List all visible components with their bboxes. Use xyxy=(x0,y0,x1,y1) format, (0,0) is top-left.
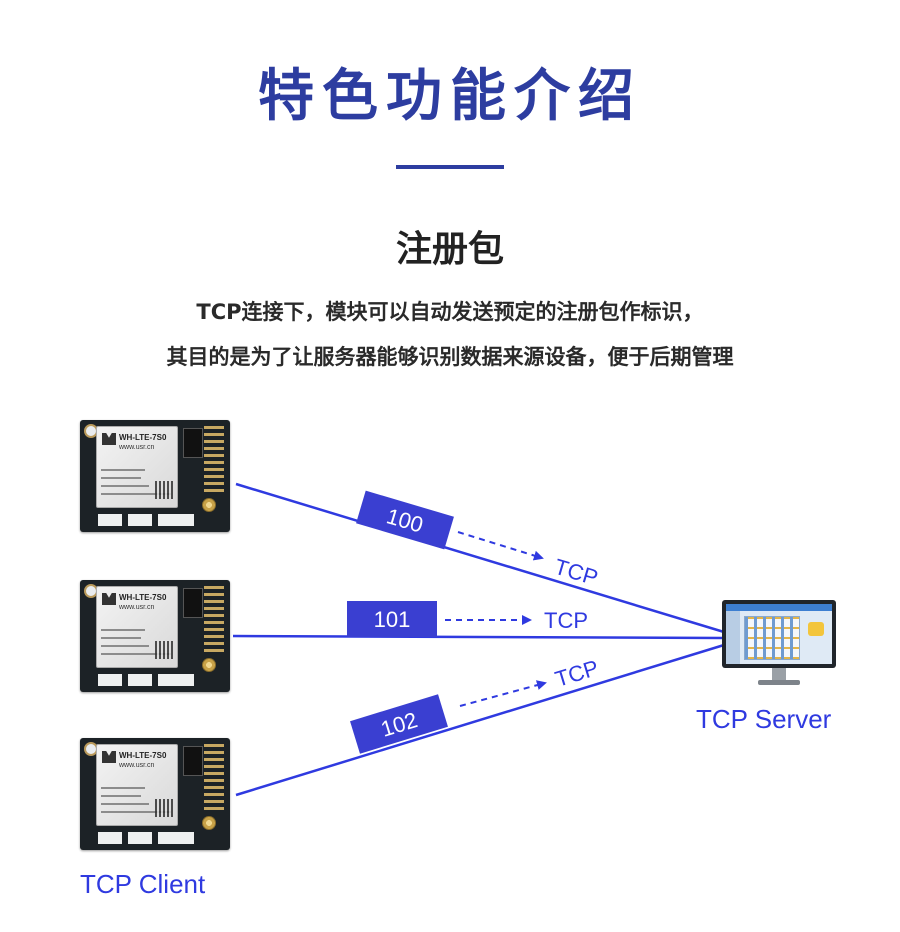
badge-100: 100 xyxy=(356,490,454,550)
badge-102: 102 xyxy=(350,694,448,754)
board-slot xyxy=(98,674,122,686)
qr-code-icon xyxy=(155,641,173,659)
board-slot xyxy=(128,832,152,844)
fine-print-line xyxy=(101,469,145,471)
title-underline xyxy=(396,165,504,169)
section-title: 注册包 xyxy=(395,229,504,270)
monitor-screen xyxy=(726,604,832,664)
module-board-1: WH-LTE-7S0 www.usr.cn xyxy=(80,420,230,532)
board-slot xyxy=(128,674,152,686)
connection-line-101 xyxy=(232,634,725,640)
connection-line-102 xyxy=(235,643,725,797)
module-site-label: www.usr.cn xyxy=(119,604,155,611)
qr-code-icon xyxy=(155,481,173,499)
monitor-foot xyxy=(758,680,800,685)
board-slot xyxy=(98,514,122,526)
antenna-connector-icon xyxy=(202,658,216,672)
module-shield: WH-LTE-7S0 www.usr.cn xyxy=(96,426,178,508)
fine-print-line xyxy=(101,795,141,797)
monitor-frame xyxy=(722,600,836,668)
module-model-label: WH-LTE-7S0 xyxy=(119,751,167,760)
description-line-1: TCP连接下，模块可以自动发送预定的注册包作标识， xyxy=(196,300,704,324)
fine-print-line xyxy=(101,477,141,479)
qr-code-icon xyxy=(155,799,173,817)
server-label: TCP Server xyxy=(696,704,832,734)
protocol-label-101: TCP xyxy=(544,608,588,633)
dashed-arrow-102 xyxy=(459,680,547,707)
badge-101: 101 xyxy=(347,601,437,637)
board-slot xyxy=(128,514,152,526)
board-slot xyxy=(158,832,194,844)
usr-logo-icon xyxy=(102,751,116,763)
fine-print-line xyxy=(101,811,171,813)
server-monitor-icon xyxy=(722,600,836,690)
antenna-connector-icon xyxy=(202,816,216,830)
fine-print-line xyxy=(101,653,171,655)
protocol-label-102: TCP xyxy=(552,655,601,692)
screen-titlebar xyxy=(726,604,832,611)
fine-print-line xyxy=(101,787,145,789)
fine-print-line xyxy=(101,493,171,495)
pin-header xyxy=(204,586,224,656)
screen-widget xyxy=(808,622,824,636)
pin-header xyxy=(204,744,224,814)
badge-101-label: 101 xyxy=(374,607,411,632)
description-line-2: 其目的是为了让服务器能够识别数据来源设备，便于后期管理 xyxy=(166,345,734,369)
chip-icon xyxy=(183,746,203,776)
chip-icon xyxy=(183,428,203,458)
module-site-label: www.usr.cn xyxy=(119,762,155,769)
screen-sidebar xyxy=(726,611,740,664)
fine-print-line xyxy=(101,629,145,631)
protocol-label-100: TCP xyxy=(552,554,601,590)
module-shield: WH-LTE-7S0 www.usr.cn xyxy=(96,586,178,668)
usr-logo-icon xyxy=(102,433,116,445)
chip-icon xyxy=(183,588,203,618)
module-model-label: WH-LTE-7S0 xyxy=(119,593,167,602)
fine-print-line xyxy=(101,485,149,487)
module-board-3: WH-LTE-7S0 www.usr.cn xyxy=(80,738,230,850)
module-site-label: www.usr.cn xyxy=(119,444,155,451)
antenna-connector-icon xyxy=(202,498,216,512)
fine-print-line xyxy=(101,637,141,639)
pin-header xyxy=(204,426,224,496)
screen-dashboard xyxy=(744,616,800,660)
fine-print-line xyxy=(101,645,149,647)
module-model-label: WH-LTE-7S0 xyxy=(119,433,167,442)
board-slot xyxy=(158,674,194,686)
monitor-neck xyxy=(772,668,786,680)
dashed-arrow-100 xyxy=(457,531,544,561)
module-shield: WH-LTE-7S0 www.usr.cn xyxy=(96,744,178,826)
board-slot xyxy=(158,514,194,526)
fine-print-line xyxy=(101,803,149,805)
board-slot xyxy=(98,832,122,844)
module-board-2: WH-LTE-7S0 www.usr.cn xyxy=(80,580,230,692)
page-title: 特色功能介绍 xyxy=(258,64,642,129)
connection-line-100 xyxy=(235,482,725,634)
usr-logo-icon xyxy=(102,593,116,605)
client-label: TCP Client xyxy=(80,869,206,899)
